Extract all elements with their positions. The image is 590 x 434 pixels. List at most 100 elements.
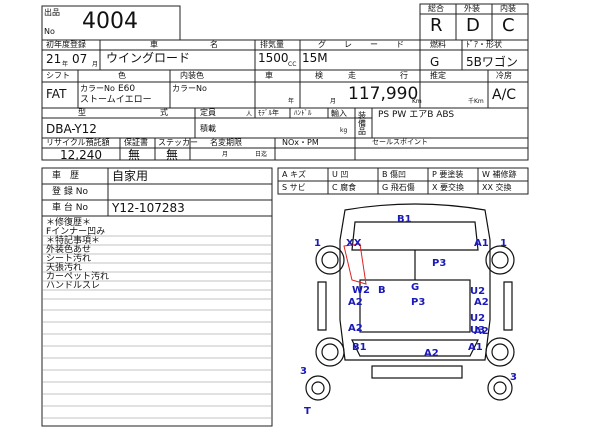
- shift: FAT: [46, 87, 67, 101]
- mileage-unit: Km: [412, 98, 422, 105]
- diagram-mark: A2: [474, 297, 489, 308]
- label-door: ﾄﾞｱ・形状: [466, 40, 502, 49]
- feature-line: シート汚れ: [46, 254, 92, 264]
- feature-line: 外装色あせ: [46, 245, 92, 255]
- first-reg-month: 07: [72, 52, 88, 66]
- first-reg-year: 21: [46, 52, 62, 66]
- diagram-mark: A2: [348, 297, 363, 308]
- diagram-mark: W2: [352, 285, 370, 296]
- diagram-mark: G: [411, 282, 420, 293]
- repair-header: ＊修復歴＊: [46, 218, 92, 228]
- legend-u: U 凹: [332, 170, 349, 179]
- month-unit: 月: [92, 61, 99, 68]
- label-inspection-1: 車: [265, 71, 273, 80]
- label-interior-color: 内装色: [180, 71, 204, 80]
- score-overall: R: [430, 15, 443, 36]
- car-diagram: [305, 203, 515, 401]
- model-code: DBA-Y12: [46, 122, 97, 136]
- label-grade-2: レ: [344, 40, 352, 49]
- score-exterior: D: [466, 15, 480, 36]
- feature-header: ＊特記事項＊: [46, 236, 101, 246]
- diagram-mark: A1: [468, 342, 483, 353]
- label-car: 車: [150, 40, 158, 49]
- legend-s: S サビ: [282, 183, 306, 192]
- load-unit: kg: [340, 127, 348, 134]
- history-label: 車 歴: [52, 171, 80, 181]
- diagram-mark: B1: [352, 342, 367, 353]
- diagram-mark: U3: [470, 325, 486, 336]
- color-no-label: カラーNo: [80, 84, 115, 93]
- feature-line: 天張汚れ: [46, 263, 83, 273]
- diagram-mark: P3: [432, 258, 447, 269]
- color-name: ストームイエロー: [80, 95, 152, 105]
- repair-line: Fインナー凹み: [46, 227, 106, 237]
- label-sticker: ステッカー: [158, 138, 198, 147]
- lot-label-top: 出品: [44, 8, 60, 17]
- name-change-month: 月: [222, 151, 229, 158]
- label-grade-1: グ: [318, 40, 326, 49]
- feature-line: カーペット汚れ: [46, 272, 110, 282]
- year-unit: 年: [62, 61, 69, 68]
- chassis-label: 車 台 No: [52, 203, 88, 213]
- notes-box: [41, 215, 273, 427]
- legend-xx: XX 交換: [482, 183, 512, 192]
- reg-label: 登 録 No: [52, 187, 88, 197]
- diagram-mark: A2: [348, 323, 363, 334]
- label-grade-3: ー: [370, 40, 378, 49]
- label-inspection-2: 検: [315, 71, 323, 80]
- label-mileage-1: 走: [348, 71, 356, 80]
- lot-label-bottom: No: [44, 27, 55, 36]
- label-name-change: 名変期限: [210, 138, 242, 147]
- label-shift: シフト: [46, 71, 70, 80]
- label-steering: ﾊﾝﾄﾞﾙ: [294, 109, 312, 117]
- equipment: PS PW エアB ABS: [378, 110, 455, 120]
- label-estimate: 推定: [430, 71, 446, 80]
- legend-c: C 腐食: [332, 183, 357, 192]
- label-ac: 冷房: [496, 71, 512, 80]
- label-capacity: 定員: [200, 108, 216, 117]
- name-change-until: 日迄: [255, 151, 268, 158]
- recycle-fee: 12,240: [60, 148, 102, 162]
- diagram-mark: B1: [397, 214, 412, 225]
- legend-p: P 要塗装: [432, 170, 464, 179]
- label-fuel: 燃料: [430, 40, 446, 49]
- diagram-mark: 1: [314, 238, 321, 249]
- legend-a: A キズ: [282, 170, 307, 179]
- label-displacement: 排気量: [260, 40, 284, 49]
- mileage: 117,990: [348, 84, 419, 104]
- label-nox: NOx・PM: [282, 138, 319, 147]
- label-name: 名: [210, 40, 218, 49]
- estimate-unit: 千Km: [468, 98, 484, 105]
- damage-mark: [343, 243, 367, 285]
- label-mileage-2: 行: [400, 71, 408, 80]
- diagram-mark: U2: [470, 313, 486, 324]
- capacity-unit: 人: [246, 111, 253, 118]
- displacement-unit: CC: [288, 61, 297, 68]
- inspection-year-unit: 年: [288, 98, 295, 105]
- diagram-mark: XX: [346, 238, 362, 249]
- diagram-mark: U2: [470, 286, 486, 297]
- door-shape: 5Bワゴン: [466, 55, 518, 69]
- label-grade-4: ド: [396, 40, 404, 49]
- diagram-mark: B: [378, 285, 386, 296]
- label-warranty: 保証書: [124, 138, 148, 147]
- label-import: 輸入: [331, 109, 347, 118]
- diagram-mark: T: [304, 406, 311, 417]
- score-interior: C: [502, 15, 515, 36]
- history-value: 自家用: [112, 169, 149, 183]
- label-equipment: 装備品: [358, 111, 366, 136]
- label-color: 色: [118, 71, 126, 80]
- diagram-mark: A1: [474, 238, 489, 249]
- label-sales-point: セールスポイント: [372, 138, 428, 146]
- lot-number: 4004: [82, 9, 138, 34]
- ac: A/C: [492, 87, 517, 103]
- diagram-mark: A2: [474, 326, 489, 337]
- label-model-year: ﾓﾃﾞﾙ年: [258, 109, 279, 117]
- warranty: 無: [128, 148, 141, 162]
- grade: 15M: [302, 51, 328, 65]
- inspection-month-unit: 月: [330, 98, 337, 105]
- fuel: G: [430, 55, 440, 69]
- diagram-mark: P3: [411, 297, 426, 308]
- diagram-mark: 3: [300, 366, 307, 377]
